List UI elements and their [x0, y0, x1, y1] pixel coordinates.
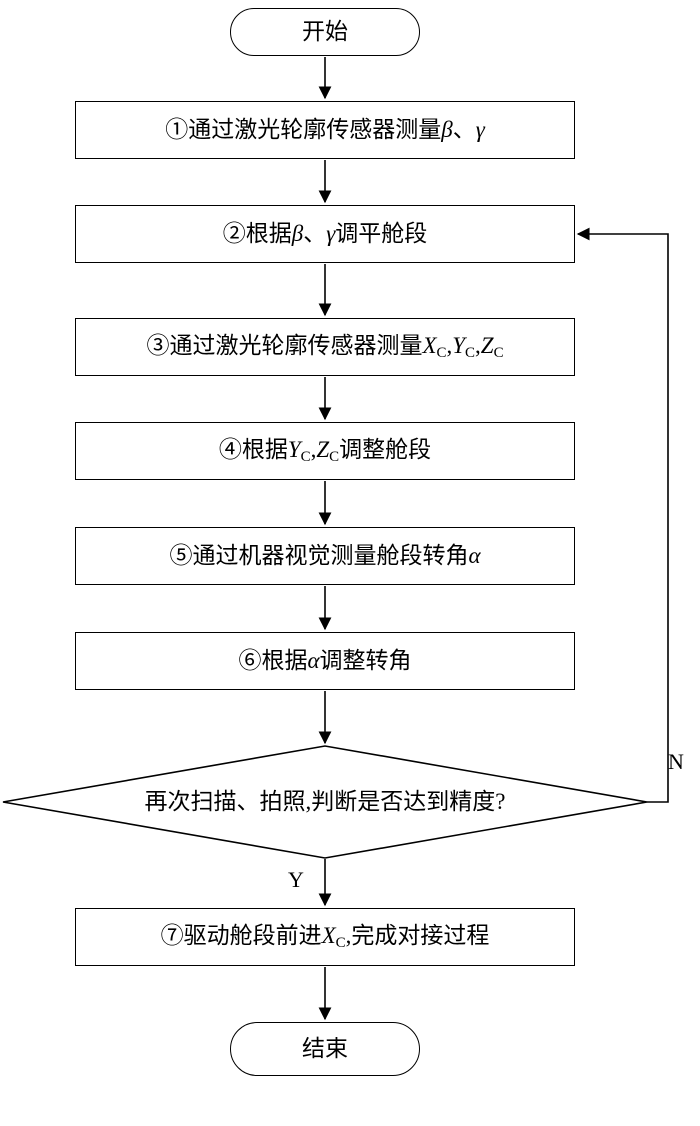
step-box-4: ④根据YC,ZC调整舱段 — [75, 422, 575, 480]
arrow-decision-no-loop-to-step2 — [576, 227, 669, 803]
step-box-5: ⑤通过机器视觉测量舱段转角α — [75, 527, 575, 585]
step-box-2: ②根据β、γ调平舱段 — [75, 205, 575, 263]
step-7-label: ⑦驱动舱段前进XC,完成对接过程 — [160, 922, 490, 951]
step-4-label: ④根据YC,ZC调整舱段 — [218, 436, 432, 465]
decision-label: 再次扫描、拍照,判断是否达到精度? — [144, 789, 506, 814]
end-label: 结束 — [302, 1035, 348, 1061]
step-box-7: ⑦驱动舱段前进XC,完成对接过程 — [75, 908, 575, 966]
step-box-6: ⑥根据α调整转角 — [75, 632, 575, 690]
step-box-3: ③通过激光轮廓传感器测量XC,YC,ZC — [75, 318, 575, 376]
start-terminator: 开始 — [230, 8, 420, 56]
step-1-label: ①通过激光轮廓传感器测量β、γ — [165, 116, 485, 142]
step-5-label: ⑤通过机器视觉测量舱段转角α — [169, 542, 481, 568]
start-label: 开始 — [302, 18, 348, 44]
step-3-label: ③通过激光轮廓传感器测量XC,YC,ZC — [146, 332, 504, 361]
step-6-label: ⑥根据α调整转角 — [238, 647, 412, 673]
end-terminator: 结束 — [230, 1022, 420, 1076]
step-2-label: ②根据β、γ调平舱段 — [222, 220, 428, 246]
branch-label-no: N — [668, 749, 684, 774]
step-box-1: ①通过激光轮廓传感器测量β、γ — [75, 101, 575, 159]
branch-label-yes: Y — [288, 867, 304, 892]
decision-diamond — [2, 745, 648, 859]
